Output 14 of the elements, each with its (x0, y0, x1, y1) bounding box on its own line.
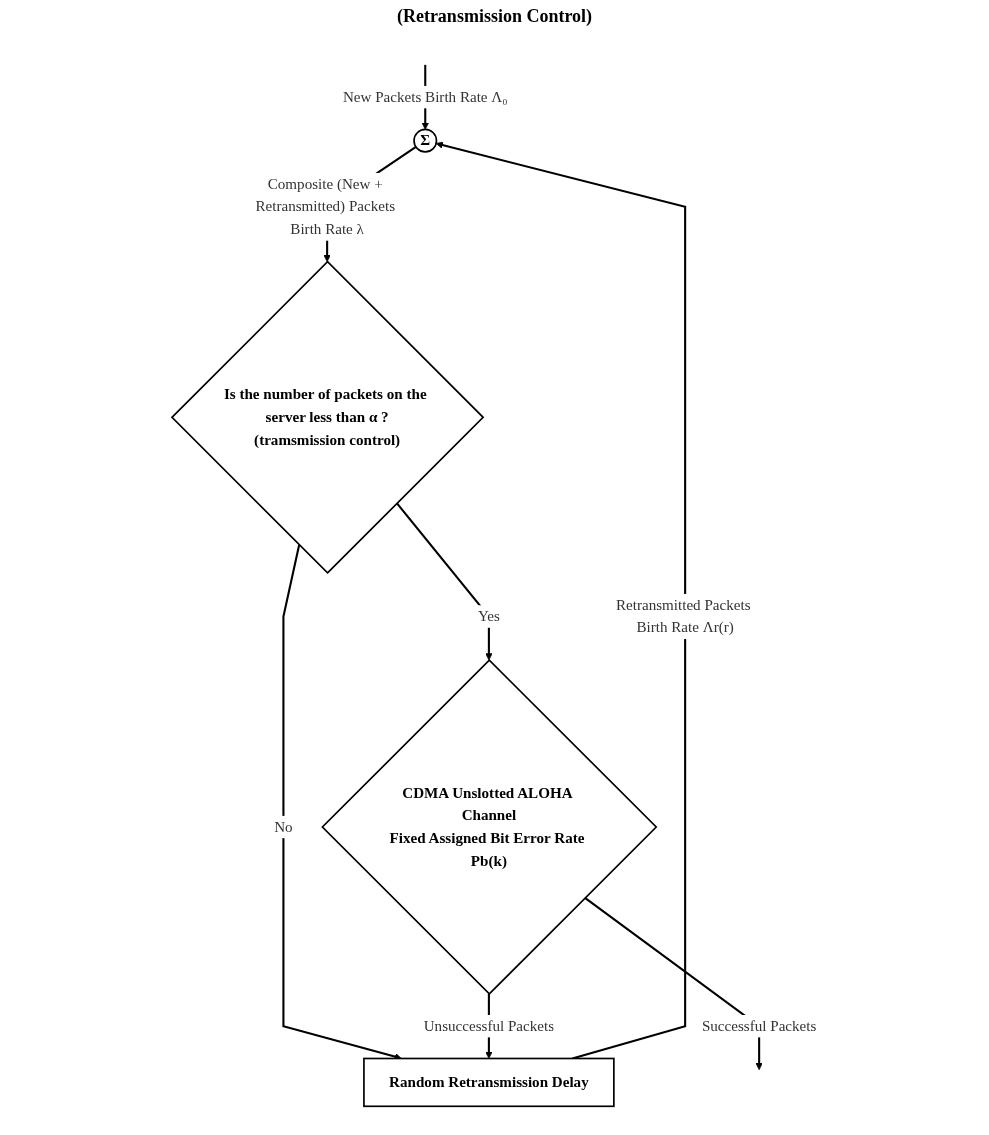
edge-label: Composite (New + Retransmitted) Packets Birth Rate λ (255, 175, 396, 238)
note-text: (Retransmission Control) (395, 6, 594, 27)
arrow (396, 502, 493, 661)
node-box: Random Retransmission Delay (363, 1057, 616, 1108)
edge-label: Unsuccessful Packets (424, 1017, 555, 1035)
node-diamond: Is the number of packets on the server less than α ? (tramsmission control) (171, 260, 485, 575)
edge-label: No (274, 818, 293, 835)
edge-label: Yes (478, 607, 501, 625)
node-diamond: CDMA Unslotted ALOHA Channel Fixed Assigned Bit Error Rate Pb(k) (321, 658, 658, 996)
edge-label: Retransmitted Packets Birth Rate Λr(r) (616, 596, 751, 636)
node-circle: Σ (413, 128, 438, 153)
edge-label: Successful Packets (702, 1017, 817, 1035)
edge-label: New Packets Birth Rate Λ₀ (343, 88, 508, 106)
arrow (584, 897, 764, 1071)
